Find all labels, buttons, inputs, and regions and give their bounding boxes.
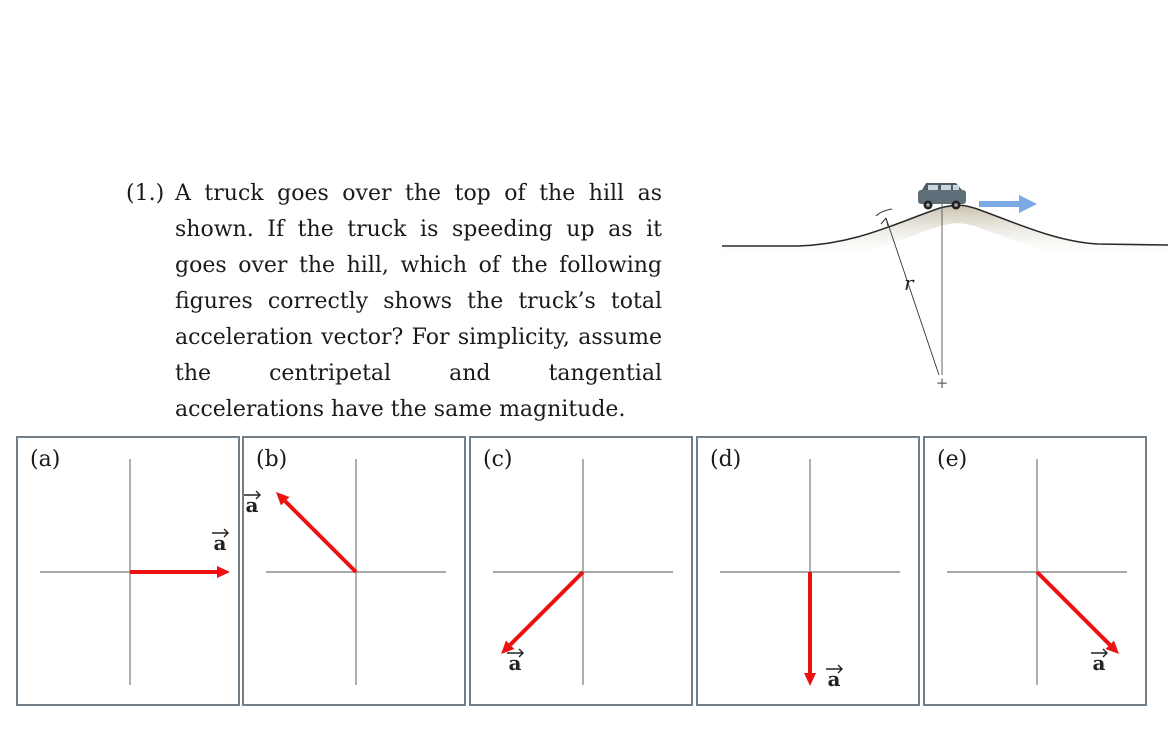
option-label: (e): [937, 447, 968, 472]
velocity-arrow: [979, 195, 1037, 213]
vector-overarrow-icon: [244, 490, 261, 500]
vector-diagram: a: [947, 459, 1127, 685]
hill-figure: r +: [722, 183, 1169, 392]
acceleration-arrowhead: [276, 492, 290, 506]
option-label: (a): [30, 447, 61, 472]
question-text: A truck goes over the top of the hill as…: [175, 181, 662, 422]
option-panel-d[interactable]: a (d): [696, 436, 920, 706]
radius-arrowhead: [880, 217, 889, 227]
ground-shading: [722, 205, 1168, 262]
vector-overarrow-icon: [212, 528, 229, 538]
option-label: (d): [710, 447, 742, 472]
acceleration-arrowhead: [1105, 640, 1119, 654]
option-panel-a[interactable]: a (a): [16, 436, 240, 706]
option-panel-c[interactable]: a (c): [469, 436, 693, 706]
vector-overarrow-icon: [826, 664, 843, 674]
radius-line: [885, 217, 940, 376]
truck-icon: [918, 183, 966, 210]
vector-overarrow-icon: [507, 648, 524, 658]
option-label: (c): [483, 447, 513, 472]
acceleration-arrowhead: [217, 566, 230, 578]
vector-label: a: [1093, 651, 1106, 675]
vector-diagram: a: [493, 459, 673, 685]
center-marker: +: [936, 374, 949, 392]
vector-label: a: [828, 667, 841, 691]
acceleration-arrowhead: [804, 673, 816, 686]
vector-label: a: [214, 531, 227, 555]
acceleration-vector: [283, 499, 358, 574]
acceleration-vector: [508, 570, 585, 647]
option-label: (b): [256, 447, 288, 472]
vector-diagram: a: [40, 459, 230, 685]
radius-dimension-tick: [875, 208, 893, 217]
acceleration-vector: [1035, 570, 1112, 647]
question-number: (1.): [126, 181, 165, 206]
option-panel-e[interactable]: a (e): [923, 436, 1147, 706]
vector-overarrow-icon: [1091, 648, 1108, 658]
vector-label: a: [509, 651, 522, 675]
vector-diagram: a: [244, 459, 446, 685]
option-panel-b[interactable]: a (b): [242, 436, 466, 706]
vector-label: a: [246, 493, 259, 517]
vector-diagram: a: [720, 459, 900, 691]
radius-label: r: [904, 271, 915, 295]
acceleration-arrowhead: [501, 640, 515, 654]
